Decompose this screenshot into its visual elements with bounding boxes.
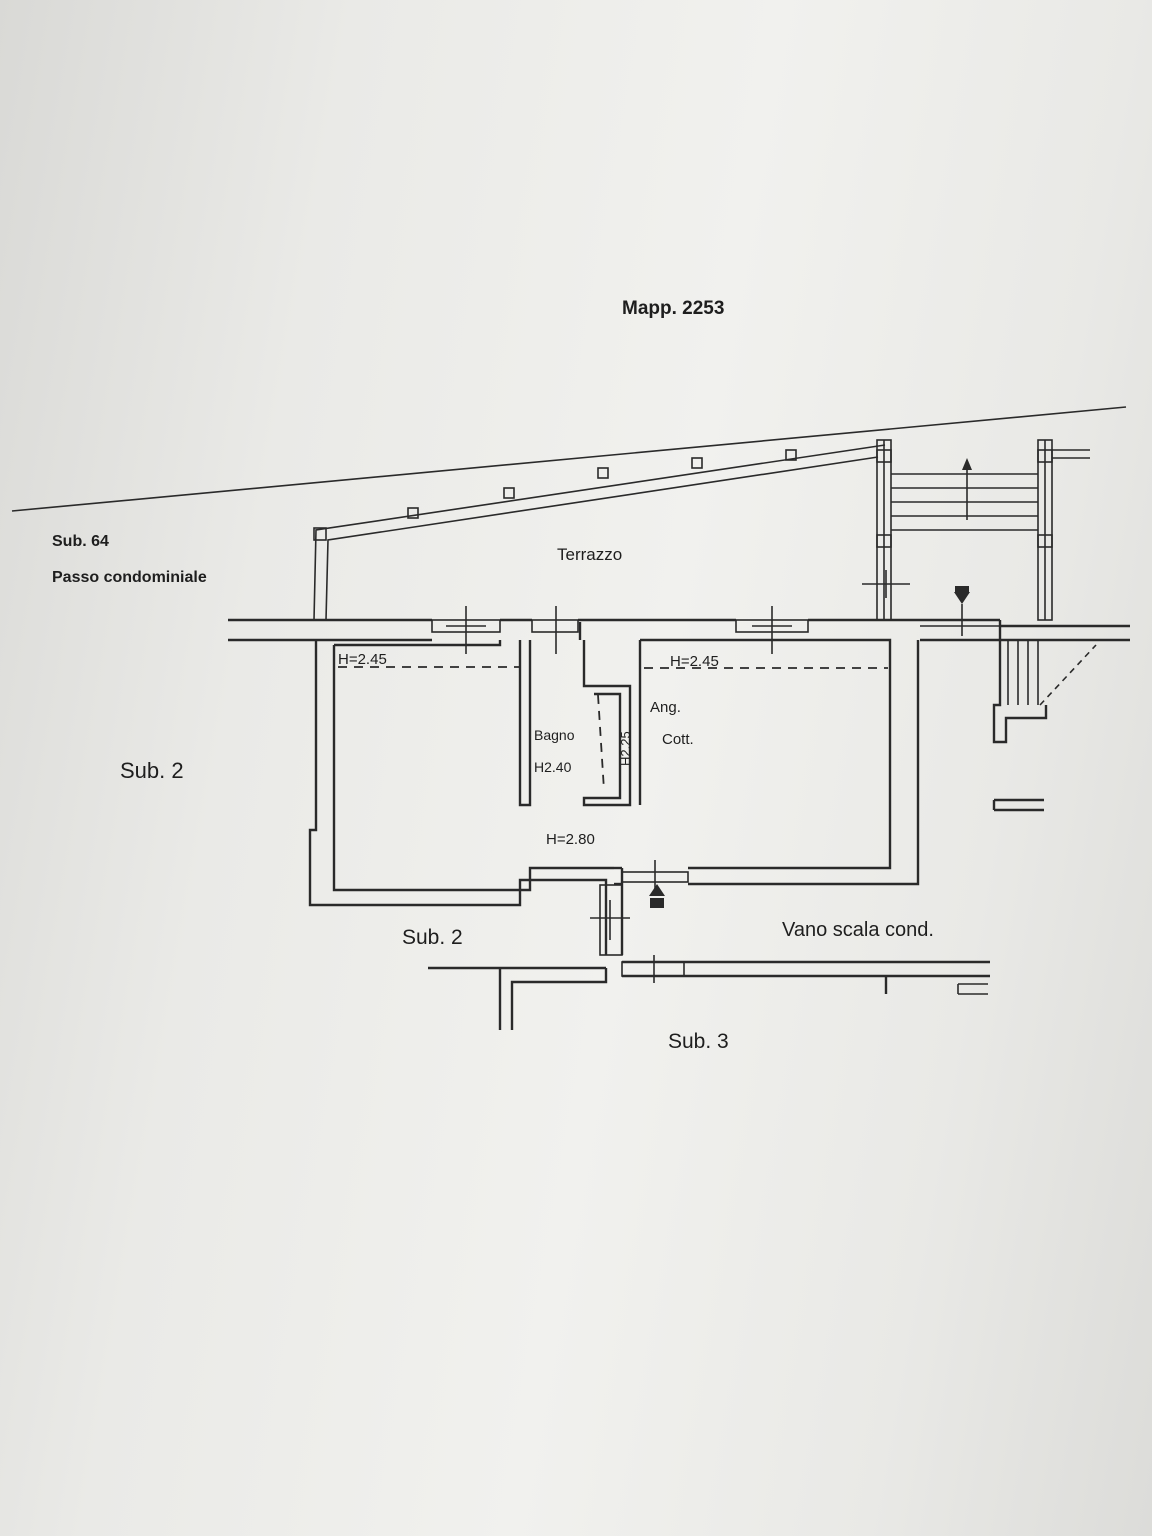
ceiling-line-bagno (597, 694, 605, 791)
mapp-label: Mapp. 2253 (622, 298, 724, 319)
triangle-entrance-icon-lower (649, 884, 665, 908)
triangle-entrance-icon (954, 586, 970, 636)
property-boundary (11, 406, 1127, 512)
sub2-left-label: Sub. 2 (120, 758, 184, 783)
ang-height-label: H2.25 (618, 731, 633, 766)
sub3-label: Sub. 3 (668, 1030, 729, 1053)
height-main-label: H=2.80 (546, 831, 595, 848)
bagno-height-label: H2.40 (534, 759, 572, 775)
ang-label: Ang. (650, 699, 681, 716)
height-right-label: H=2.45 (670, 653, 719, 670)
doors (431, 570, 1000, 983)
bagno-label: Bagno (534, 727, 575, 743)
passo-label: Passo condominiale (52, 569, 207, 586)
sub2-bottom-label: Sub. 2 (402, 926, 463, 949)
lower-walls (428, 960, 990, 1030)
terrazzo-label: Terrazzo (557, 545, 622, 564)
external-stair (891, 449, 1090, 531)
sub64-label: Sub. 64 (52, 533, 109, 550)
apartment-walls (228, 618, 1130, 955)
height-left-label: H=2.45 (338, 651, 387, 668)
vano-scala-label: Vano scala cond. (782, 919, 934, 941)
cott-label: Cott. (662, 731, 694, 748)
